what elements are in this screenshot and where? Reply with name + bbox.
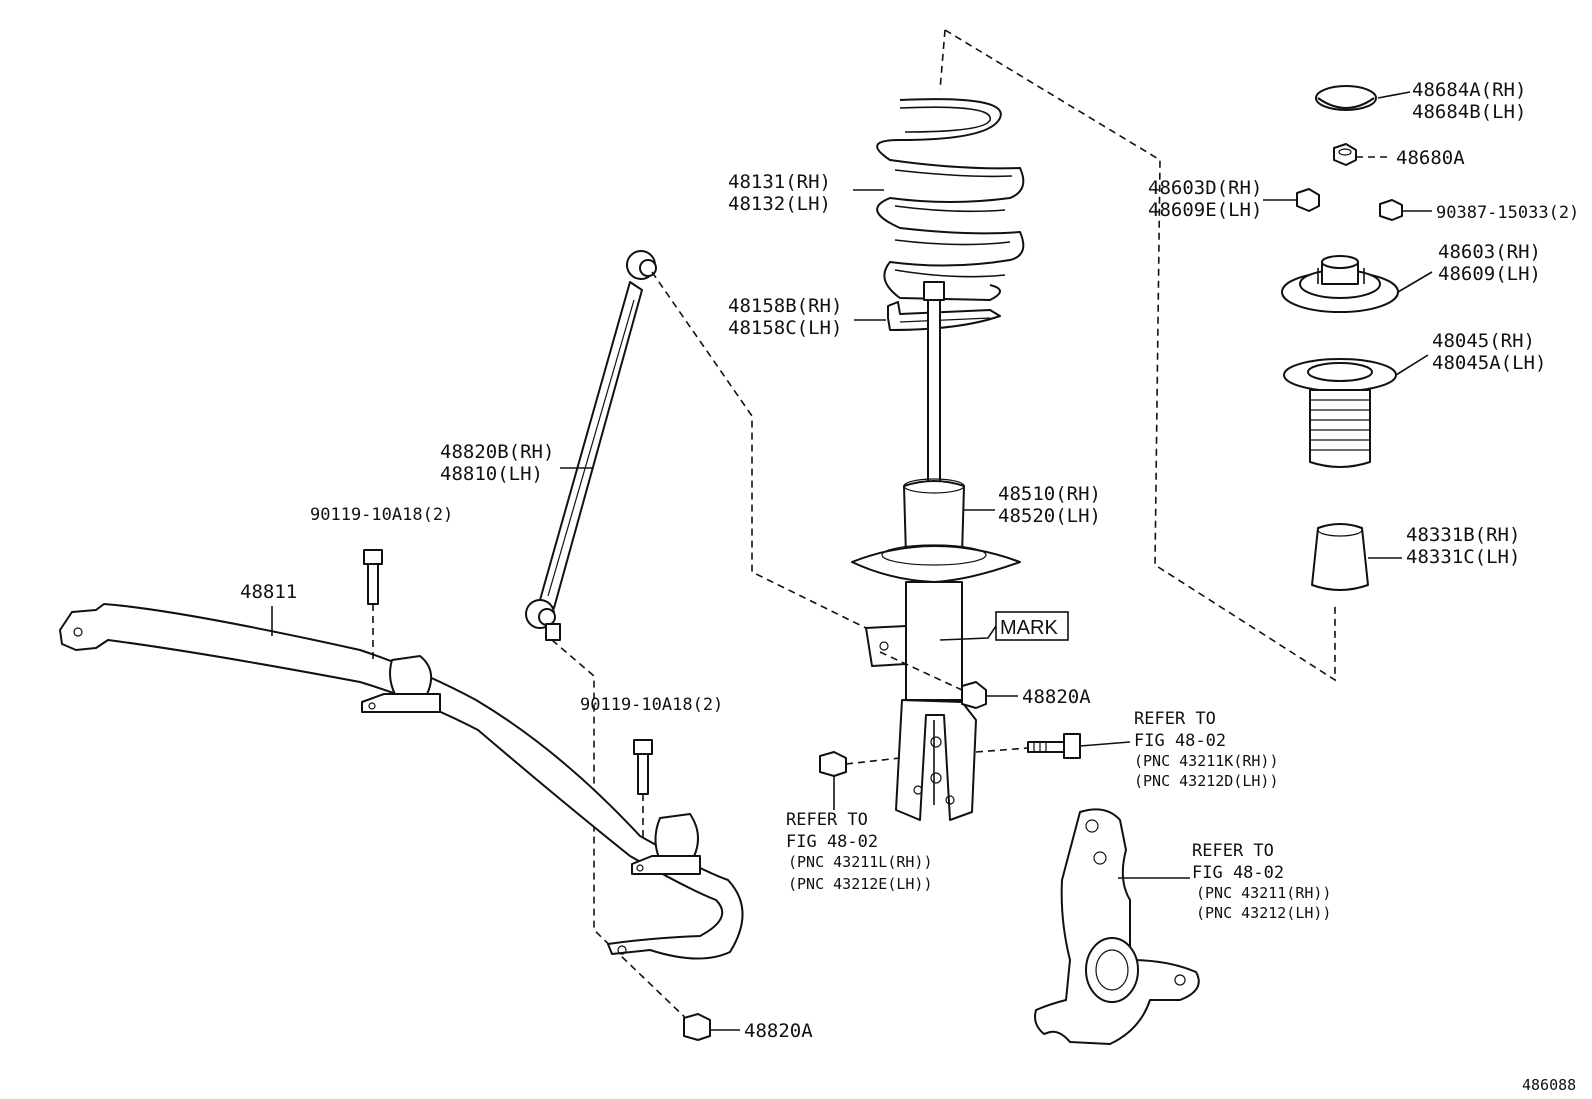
leader-dust-boot <box>1395 354 1429 376</box>
stabilizer-link-part[interactable] <box>525 250 657 641</box>
coil-spring-part[interactable] <box>876 98 1025 301</box>
bracket-bolt-upper-part[interactable] <box>363 549 383 605</box>
dash-knuckle-bolt <box>975 747 1029 753</box>
mark-label: MARK <box>1000 617 1058 639</box>
reference-steering-knuckle: REFER TO FIG 48-02 (PNC 43211(RH)) (PNC … <box>1192 841 1331 922</box>
label-bump-stopper-lh: 48331C(LH) <box>1406 546 1520 568</box>
label-mount-nut-rh: 48603D(RH) <box>1148 177 1262 199</box>
svg-text:REFER TO: REFER TO <box>1134 709 1216 729</box>
label-coil-spring-lh: 48132(LH) <box>728 193 831 215</box>
reference-knuckle-bolt: REFER TO FIG 48-02 (PNC 43211K(RH)) (PNC… <box>1134 709 1279 790</box>
mount-stud-part[interactable] <box>1379 199 1403 221</box>
knuckle-nut-part[interactable] <box>819 751 847 777</box>
label-bolt-upper: 90119-10A18(2) <box>310 505 453 525</box>
label-strut-mount-lh: 48609(LH) <box>1438 263 1541 285</box>
leader-dust-cap <box>1377 91 1411 99</box>
label-top-nut: 48680A <box>1396 147 1465 169</box>
svg-text:(PNC 43212(LH)): (PNC 43212(LH)) <box>1196 904 1331 922</box>
steering-knuckle-part[interactable] <box>1034 808 1200 1045</box>
leader-mark <box>939 625 997 641</box>
svg-text:(PNC 43212E(LH)): (PNC 43212E(LH)) <box>788 875 933 893</box>
figure-number: 486088 <box>1522 1076 1576 1094</box>
mount-nut-part[interactable] <box>1296 188 1320 212</box>
stabilizer-bushing-upper-part[interactable] <box>361 655 441 713</box>
label-mount-stud: 90387-15033(2) <box>1436 203 1579 223</box>
dash-link-upper <box>651 271 867 629</box>
svg-text:(PNC 43211(RH)): (PNC 43211(RH)) <box>1196 884 1331 902</box>
strut-mount-part[interactable] <box>1281 255 1399 313</box>
assembly-outline-top <box>939 29 946 91</box>
label-dust-boot-lh: 48045A(LH) <box>1432 352 1546 374</box>
svg-text:REFER TO: REFER TO <box>1192 841 1274 861</box>
dash-link-nut-upper <box>879 651 963 691</box>
leader-knuckle-bolt <box>1079 741 1131 747</box>
svg-text:(PNC 43212D(LH)): (PNC 43212D(LH)) <box>1134 772 1279 790</box>
bump-stopper-part[interactable] <box>1311 523 1369 591</box>
label-strut-rh: 48510(RH) <box>998 483 1101 505</box>
strut-assembly-part[interactable] <box>851 281 1021 821</box>
bracket-bolt-lower-part[interactable] <box>633 739 653 795</box>
label-strut-lh: 48520(LH) <box>998 505 1101 527</box>
label-stabilizer-link-lh: 48810(LH) <box>440 463 543 485</box>
label-stabilizer-link-rh: 48820B(RH) <box>440 441 554 463</box>
label-bump-stopper-rh: 48331B(RH) <box>1406 524 1520 546</box>
svg-text:FIG 48-02: FIG 48-02 <box>1134 731 1226 751</box>
label-link-nut-lower: 48820A <box>744 1020 813 1042</box>
mark-callout-box <box>995 611 1069 641</box>
label-coil-spring-rh: 48131(RH) <box>728 171 831 193</box>
label-bolt-lower: 90119-10A18(2) <box>580 695 723 715</box>
label-dust-boot-rh: 48045(RH) <box>1432 330 1535 352</box>
dash-knuckle-nut <box>845 757 901 765</box>
svg-text:FIG 48-02: FIG 48-02 <box>786 832 878 852</box>
svg-text:FIG 48-02: FIG 48-02 <box>1192 863 1284 883</box>
dust-boot-part[interactable] <box>1283 358 1397 468</box>
svg-text:(PNC 43211L(RH)): (PNC 43211L(RH)) <box>788 853 933 871</box>
label-stabilizer-bar: 48811 <box>240 581 297 603</box>
leader-strut-mount <box>1397 271 1433 293</box>
label-mount-nut-lh: 48609E(LH) <box>1148 199 1262 221</box>
reference-knuckle-nut: REFER TO FIG 48-02 (PNC 43211L(RH)) (PNC… <box>786 810 933 893</box>
label-dust-cap-rh: 48684A(RH) <box>1412 79 1526 101</box>
svg-text:(PNC 43211K(RH)): (PNC 43211K(RH)) <box>1134 752 1279 770</box>
stabilizer-bushing-lower-part[interactable] <box>631 813 701 875</box>
label-insulator-rh: 48158B(RH) <box>728 295 842 317</box>
link-nut-lower-part[interactable] <box>683 1013 711 1041</box>
label-insulator-lh: 48158C(LH) <box>728 317 842 339</box>
spring-insulator-part[interactable] <box>887 301 1001 331</box>
assembly-outline-dashed <box>944 29 1336 682</box>
link-nut-upper-part[interactable] <box>961 681 987 709</box>
svg-text:REFER TO: REFER TO <box>786 810 868 830</box>
label-strut-mount-rh: 48603(RH) <box>1438 241 1541 263</box>
label-link-nut-upper: 48820A <box>1022 686 1091 708</box>
dust-cap-part[interactable] <box>1315 85 1377 111</box>
label-dust-cap-lh: 48684B(LH) <box>1412 101 1526 123</box>
top-nut-part[interactable] <box>1333 143 1357 166</box>
knuckle-bolt-part[interactable] <box>1027 733 1081 759</box>
